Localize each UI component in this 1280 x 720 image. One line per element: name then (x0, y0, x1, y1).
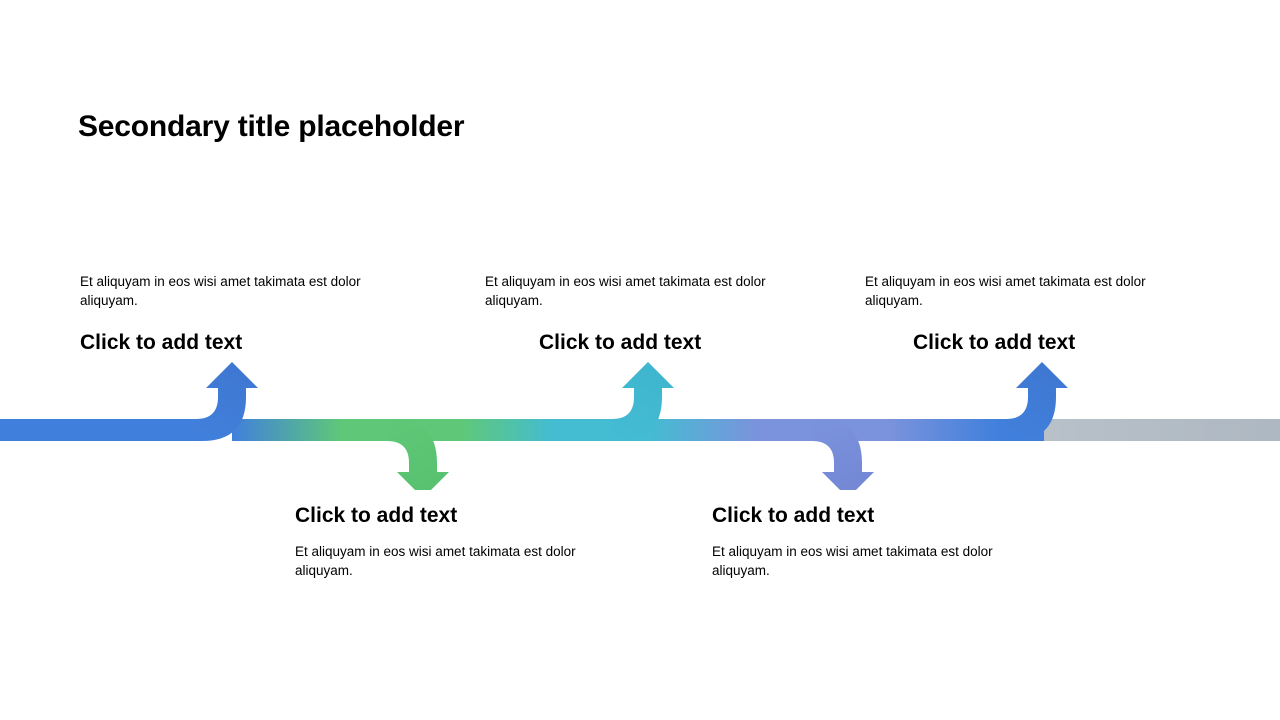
upper-text-block-3[interactable]: Et aliquyam in eos wisi amet takimata es… (865, 272, 1185, 356)
up-arrow-3 (1006, 362, 1068, 441)
upper-block-1-heading[interactable]: Click to add text (80, 331, 243, 354)
lower-text-block-1[interactable]: Click to add text Et aliquyam in eos wis… (295, 503, 615, 580)
bar-segment-teal-to-periwinkle (648, 419, 758, 441)
upper-block-2-heading[interactable]: Click to add text (539, 331, 702, 354)
bar-segment-green-to-teal (462, 419, 552, 441)
lower-block-1-body[interactable]: Et aliquyam in eos wisi amet takimata es… (295, 544, 576, 578)
upper-block-1-body[interactable]: Et aliquyam in eos wisi amet takimata es… (80, 274, 361, 308)
bar-segment-blue-start (0, 419, 200, 441)
upper-block-3-heading[interactable]: Click to add text (913, 331, 1076, 354)
upper-text-block-2[interactable]: Et aliquyam in eos wisi amet takimata es… (485, 272, 805, 356)
bar-segment-gray-tail (1020, 419, 1280, 441)
down-arrow-1 (387, 419, 449, 490)
lower-block-1-heading[interactable]: Click to add text (295, 504, 458, 527)
down-arrow-2 (812, 419, 874, 490)
lower-block-2-heading[interactable]: Click to add text (712, 504, 875, 527)
bar-segment-blue-to-green (232, 419, 342, 441)
up-arrow-2 (612, 362, 674, 441)
lower-text-block-2[interactable]: Click to add text Et aliquyam in eos wis… (712, 503, 1032, 580)
page-title: Secondary title placeholder (78, 110, 465, 143)
upper-block-2-body[interactable]: Et aliquyam in eos wisi amet takimata es… (485, 274, 766, 308)
up-arrow-1 (196, 362, 258, 441)
upper-block-3-body[interactable]: Et aliquyam in eos wisi amet takimata es… (865, 274, 1146, 308)
bar-segment-periwinkle-to-blue (888, 419, 998, 441)
lower-block-2-body[interactable]: Et aliquyam in eos wisi amet takimata es… (712, 544, 993, 578)
upper-text-block-1[interactable]: Et aliquyam in eos wisi amet takimata es… (80, 272, 400, 356)
process-arrow-graphic (0, 360, 1280, 490)
